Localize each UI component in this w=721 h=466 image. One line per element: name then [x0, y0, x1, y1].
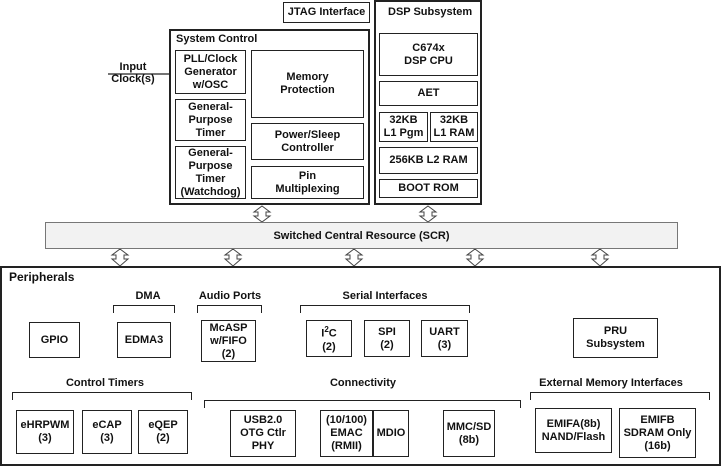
bus-arrow-p4	[465, 248, 485, 267]
l1-ram: 32KB L1 RAM	[430, 112, 478, 142]
gpio: GPIO	[29, 322, 80, 358]
eqep: eQEP (2)	[138, 410, 188, 454]
l1-pgm: 32KB L1 Pgm	[379, 112, 428, 142]
switched-central-resource: Switched Central Resource (SCR)	[45, 222, 678, 249]
i2c: I2C (2)	[306, 320, 352, 357]
external-memory-interfaces-label: External Memory Interfaces	[539, 377, 683, 389]
audio-ports-label: Audio Ports	[198, 290, 262, 302]
general-purpose-timer: General- Purpose Timer	[175, 99, 246, 141]
connectivity-bracket	[204, 400, 521, 408]
power-sleep-controller: Power/Sleep Controller	[251, 123, 364, 160]
control-timers-label: Control Timers	[65, 377, 145, 389]
usb-otg: USB2.0 OTG Ctlr PHY	[230, 410, 296, 457]
bus-arrow-dsp	[418, 205, 438, 223]
mmc-sd: MMC/SD (8b)	[443, 410, 495, 457]
pin-multiplexing: Pin Multiplexing	[251, 166, 364, 199]
emifb: EMIFB SDRAM Only (16b)	[619, 408, 696, 458]
emac: (10/100) EMAC (RMII)	[320, 410, 373, 457]
edma3: EDMA3	[117, 322, 171, 358]
dsp-cpu: C674x DSP CPU	[379, 33, 478, 76]
aet: AET	[379, 81, 478, 106]
mdio: MDIO	[373, 410, 409, 457]
external-memory-interfaces-bracket	[530, 392, 710, 400]
serial-interfaces-bracket	[300, 305, 470, 313]
mcasp: McASP w/FIFO (2)	[201, 320, 256, 362]
pll-clock-generator: PLL/Clock Generator w/OSC	[175, 50, 246, 94]
serial-interfaces-label: Serial Interfaces	[342, 290, 428, 302]
dma-bracket	[113, 305, 175, 313]
memory-protection: Memory Protection	[251, 50, 364, 118]
bus-arrow-p1	[110, 248, 130, 267]
system-control-title: System Control	[176, 33, 258, 45]
bus-arrow-syscontrol	[252, 205, 272, 223]
general-purpose-timer-watchdog: General- Purpose Timer (Watchdog)	[175, 146, 246, 199]
bus-arrow-p3	[344, 248, 364, 267]
peripherals-title: Peripherals	[9, 270, 75, 284]
l2-ram: 256KB L2 RAM	[379, 147, 478, 174]
jtag-interface: JTAG Interface	[283, 2, 370, 23]
boot-rom: BOOT ROM	[379, 179, 478, 198]
i2c-label: I2C	[321, 325, 337, 340]
uart: UART (3)	[421, 320, 468, 357]
bus-arrow-p5	[590, 248, 610, 267]
spi: SPI (2)	[364, 320, 410, 357]
connectivity-label: Connectivity	[329, 377, 396, 389]
control-timers-bracket	[12, 392, 192, 400]
pru-subsystem: PRU Subsystem	[573, 318, 658, 358]
ehrpwm: eHRPWM (3)	[16, 410, 74, 454]
emifa: EMIFA(8b) NAND/Flash	[535, 408, 612, 453]
dma-label: DMA	[135, 290, 161, 302]
i2c-count: (2)	[322, 340, 336, 353]
input-clock-label: Input Clock(s)	[111, 61, 155, 85]
bus-arrow-p2	[223, 248, 243, 267]
audio-ports-bracket	[197, 305, 262, 313]
ecap: eCAP (3)	[82, 410, 132, 454]
dsp-subsystem-title: DSP Subsystem	[388, 6, 473, 18]
